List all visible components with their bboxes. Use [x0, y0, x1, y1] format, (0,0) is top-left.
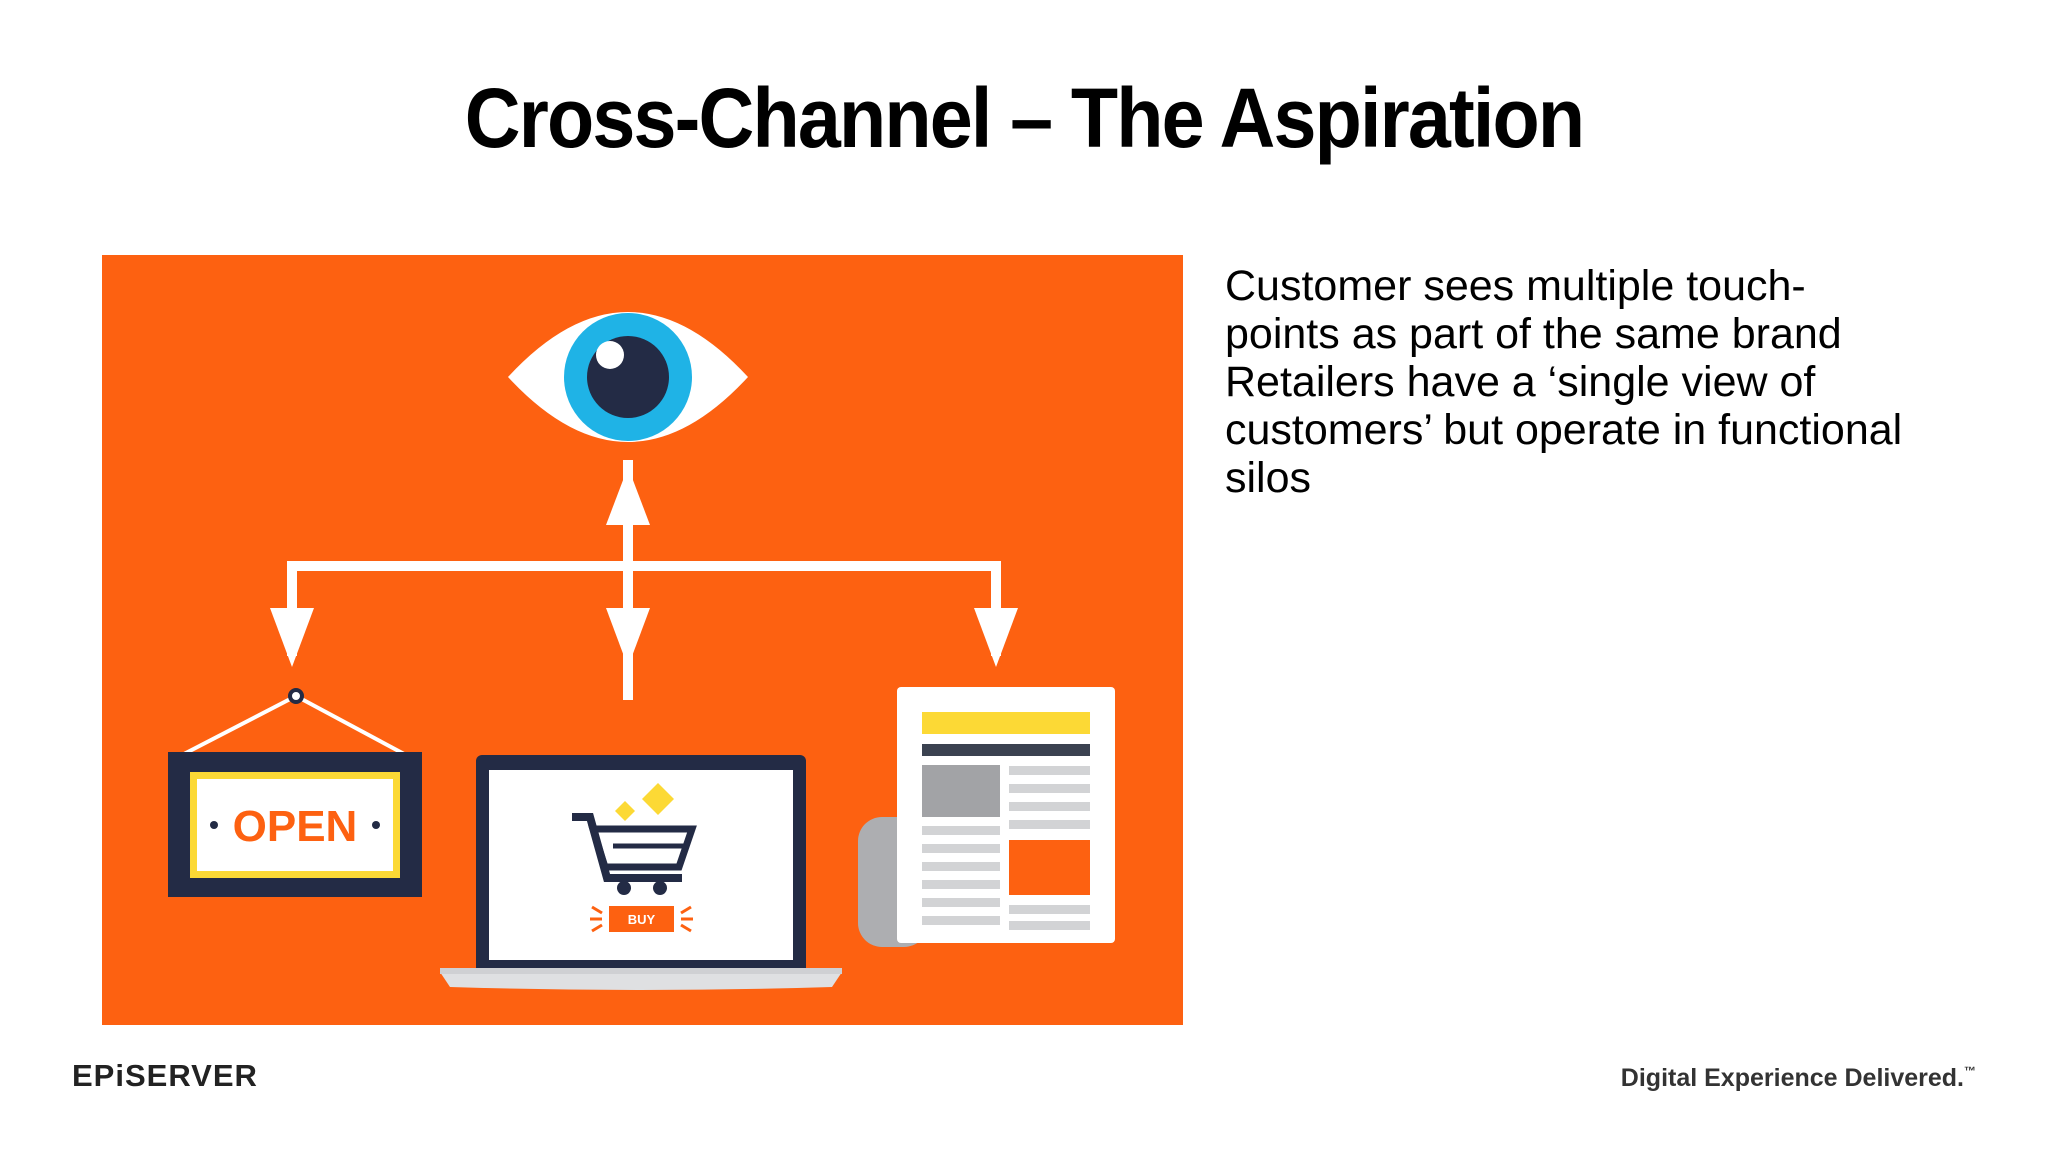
cross-channel-illustration: OPEN BUY: [102, 255, 1183, 1025]
tagline-text: Digital Experience Delivered.: [1620, 1064, 1964, 1092]
eye-icon: [508, 312, 748, 442]
episerver-logo: EPiSERVER: [72, 1058, 258, 1093]
open-sign-text: OPEN: [233, 802, 358, 851]
shopping-cart-icon: [572, 783, 697, 895]
buy-button-icon: BUY: [590, 905, 693, 933]
footer-tagline: Digital Experience Delivered.™: [1621, 1064, 1976, 1093]
arrow-down-center-icon: [606, 608, 650, 667]
shop-sign-icon: OPEN: [168, 688, 422, 897]
body-text: Customer sees multiple touch- points as …: [1225, 262, 2005, 502]
slide-title: Cross-Channel – The Aspiration: [464, 71, 1585, 165]
arrow-up-icon: [606, 467, 650, 525]
body-line: customers’ but operate in functional: [1225, 406, 1903, 454]
illustration-svg: OPEN BUY: [168, 312, 1115, 990]
buy-label: BUY: [628, 912, 656, 927]
laptop-icon: BUY: [440, 755, 842, 990]
arrows-connector: [270, 460, 1018, 700]
body-line: points as part of the same brand: [1225, 310, 1842, 358]
newspaper-icon: [858, 687, 1115, 947]
body-line: silos: [1225, 454, 1312, 502]
body-line: Customer sees multiple touch-: [1225, 262, 1806, 310]
body-line: Retailers have a ‘single view of: [1225, 358, 1816, 406]
trademark-mark: ™: [1964, 1064, 1976, 1078]
arrow-down-left-icon: [270, 608, 314, 667]
arrow-down-right-icon: [974, 608, 1018, 667]
